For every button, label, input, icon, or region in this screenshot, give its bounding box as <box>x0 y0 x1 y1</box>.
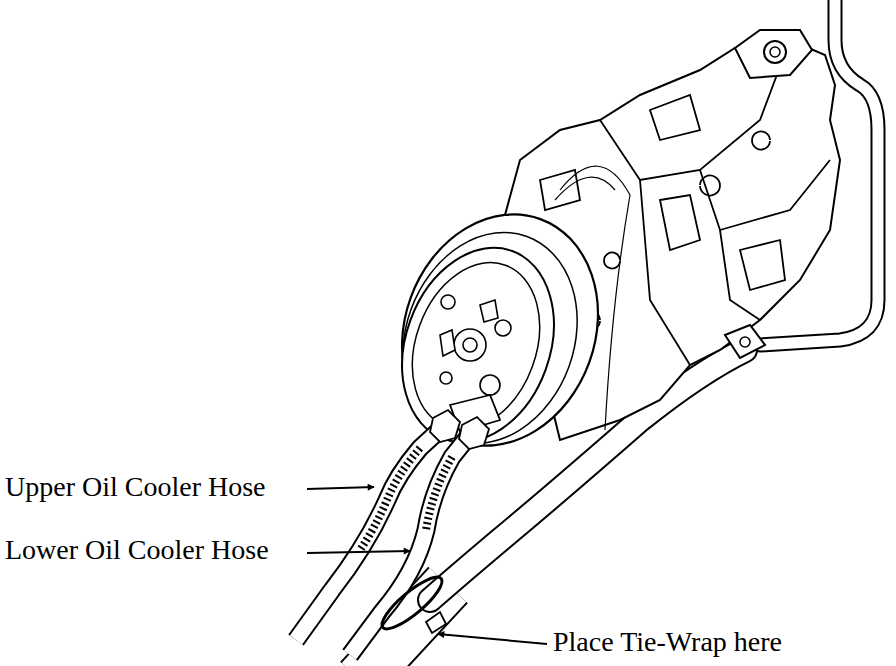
leader-arrow <box>307 551 410 553</box>
part-label: Place Tie-Wrap here <box>553 628 782 656</box>
leader-arrow <box>438 634 547 644</box>
part-label: Upper Oil Cooler Hose <box>5 473 266 501</box>
leader-arrow <box>307 487 374 489</box>
part-label: Lower Oil Cooler Hose <box>5 536 269 564</box>
